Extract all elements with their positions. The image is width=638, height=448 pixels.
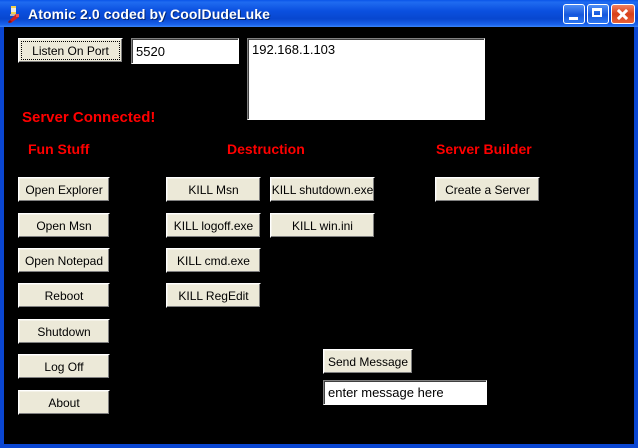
kill-shutdown-exe-button[interactable]: KILL shutdown.exe xyxy=(270,177,375,202)
maximize-button[interactable] xyxy=(587,3,609,24)
port-input[interactable] xyxy=(131,38,239,64)
minimize-button[interactable] xyxy=(563,3,585,24)
listen-on-port-button[interactable]: Listen On Port xyxy=(18,38,123,63)
log-off-button[interactable]: Log Off xyxy=(18,354,110,379)
title-bar: Atomic 2.0 coded by CoolDudeLuke xyxy=(0,0,638,27)
connections-listbox[interactable]: 192.168.1.103 xyxy=(247,38,485,120)
kill-regedit-button[interactable]: KILL RegEdit xyxy=(166,283,261,308)
kill-logoff-exe-button[interactable]: KILL logoff.exe xyxy=(166,213,261,238)
section-header-server-builder: Server Builder xyxy=(436,141,532,157)
kill-cmd-exe-button[interactable]: KILL cmd.exe xyxy=(166,248,261,273)
window-title: Atomic 2.0 coded by CoolDudeLuke xyxy=(28,5,271,22)
kill-win-ini-button[interactable]: KILL win.ini xyxy=(270,213,375,238)
open-explorer-button[interactable]: Open Explorer xyxy=(18,177,110,202)
status-label: Server Connected! xyxy=(22,109,156,126)
about-button[interactable]: About xyxy=(18,390,110,415)
section-header-destruction: Destruction xyxy=(227,141,305,157)
client-area: Listen On Port 192.168.1.103 Server Conn… xyxy=(4,27,634,444)
open-notepad-button[interactable]: Open Notepad xyxy=(18,248,110,273)
shutdown-button[interactable]: Shutdown xyxy=(18,319,110,344)
maximize-icon xyxy=(592,7,602,17)
create-a-server-button[interactable]: Create a Server xyxy=(435,177,540,202)
section-header-fun-stuff: Fun Stuff xyxy=(28,141,90,157)
reboot-button[interactable]: Reboot xyxy=(18,283,110,308)
rocket-icon xyxy=(5,5,23,23)
minimize-icon xyxy=(569,16,578,20)
send-message-button[interactable]: Send Message xyxy=(323,349,413,374)
open-msn-button[interactable]: Open Msn xyxy=(18,213,110,238)
kill-msn-button[interactable]: KILL Msn xyxy=(166,177,261,202)
message-input[interactable] xyxy=(323,380,487,405)
close-button[interactable] xyxy=(611,3,635,24)
list-item[interactable]: 192.168.1.103 xyxy=(252,42,336,57)
